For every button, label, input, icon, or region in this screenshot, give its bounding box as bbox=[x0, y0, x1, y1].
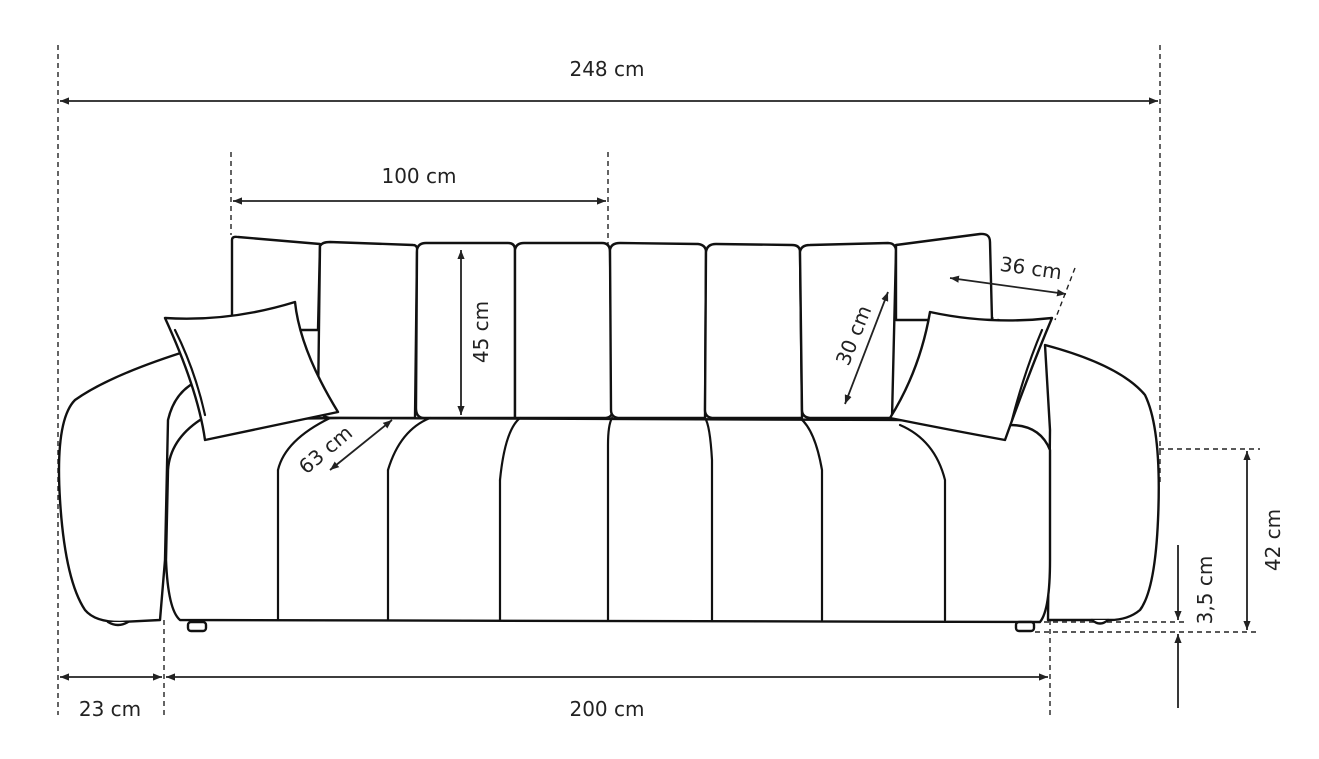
left-pillow bbox=[163, 300, 340, 442]
backrest-width-label: 100 cm bbox=[381, 164, 456, 188]
sofa-illustration bbox=[57, 232, 1160, 633]
leg-height-label: 3,5 cm bbox=[1193, 556, 1217, 625]
seat-height-label: 42 cm bbox=[1261, 509, 1285, 571]
left-armrest bbox=[57, 348, 202, 624]
total-width-label: 248 cm bbox=[569, 57, 644, 81]
right-pillow bbox=[888, 310, 1054, 442]
dimension-arrows bbox=[60, 97, 1251, 708]
right-armrest bbox=[1043, 343, 1160, 622]
pillow-width-label: 36 cm bbox=[998, 252, 1063, 284]
armrest-width-label: 23 cm bbox=[79, 697, 141, 721]
backrest-height-label: 45 cm bbox=[469, 301, 493, 363]
seat-width-label: 200 cm bbox=[569, 697, 644, 721]
leg bbox=[186, 620, 208, 633]
